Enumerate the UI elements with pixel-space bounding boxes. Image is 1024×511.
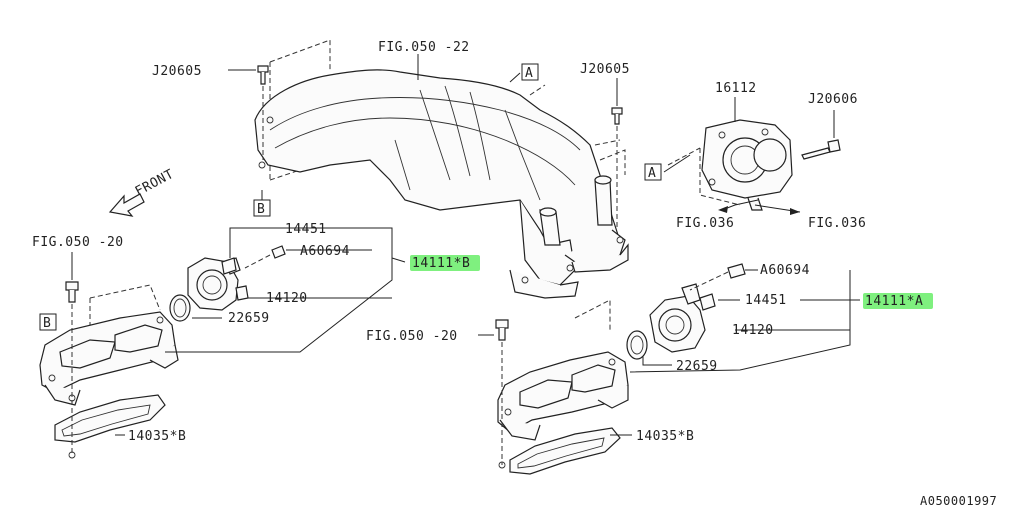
bolt-j20605-left bbox=[228, 65, 269, 160]
label-14120-right: 14120 bbox=[732, 323, 774, 338]
front-arrow: FRONT bbox=[108, 167, 177, 217]
label-14035b-left: 14035*B bbox=[128, 429, 186, 444]
label-a60694-right: A60694 bbox=[760, 263, 810, 278]
ref-box-a-mid: A bbox=[644, 163, 662, 181]
front-label: FRONT bbox=[133, 167, 177, 200]
part-16112-housing bbox=[667, 97, 801, 215]
document-code: A050001997 bbox=[920, 494, 997, 508]
label-j20606: J20606 bbox=[808, 92, 858, 107]
ref-fig-036-left: FIG.036 bbox=[676, 216, 734, 231]
label-14451-right: 14451 bbox=[745, 293, 787, 308]
ref-fig-050-22: FIG.050 -22 bbox=[378, 40, 470, 55]
part-labels: FIG.050 -22 J20605 J20605 16112 J20606 F… bbox=[32, 40, 997, 508]
ref-box-b-left: B bbox=[39, 313, 57, 331]
label-14451-left: 14451 bbox=[285, 222, 327, 237]
label-22659-left: 22659 bbox=[228, 311, 270, 326]
label-16112: 16112 bbox=[715, 81, 757, 96]
lower-manifold-right bbox=[495, 299, 629, 475]
throttle-body-right bbox=[626, 263, 746, 360]
highlight-14111b bbox=[410, 255, 480, 271]
bolt-j20606 bbox=[801, 110, 841, 160]
leader-lines bbox=[115, 54, 860, 436]
label-22659-right: 22659 bbox=[676, 359, 718, 374]
ref-fig-050-20-right: FIG.050 -20 bbox=[366, 329, 458, 344]
ref-box-b-top-label: B bbox=[257, 202, 265, 217]
label-a60694-left: A60694 bbox=[300, 244, 350, 259]
bolt-j20605-right bbox=[611, 82, 623, 230]
ref-fig-050-20-left: FIG.050 -20 bbox=[32, 235, 124, 250]
label-14035b-right: 14035*B bbox=[636, 429, 694, 444]
ref-box-b-left-label: B bbox=[43, 316, 51, 331]
label-14111b[interactable]: 14111*B bbox=[412, 256, 470, 271]
label-14120-left: 14120 bbox=[266, 291, 308, 306]
highlight-14111a bbox=[863, 293, 933, 309]
ref-box-b-top: B bbox=[253, 199, 271, 217]
ref-box-a-top: A bbox=[521, 63, 539, 81]
ref-fig-036-right: FIG.036 bbox=[808, 216, 866, 231]
lower-manifold-left bbox=[39, 252, 179, 459]
label-j20605-left: J20605 bbox=[152, 64, 202, 79]
label-j20605-right: J20605 bbox=[580, 62, 630, 77]
upper-intake-manifold bbox=[254, 39, 629, 299]
throttle-body-left bbox=[169, 245, 286, 322]
label-14111a[interactable]: 14111*A bbox=[865, 294, 923, 309]
ref-box-a-top-label: A bbox=[525, 66, 533, 81]
ref-box-a-mid-label: A bbox=[648, 166, 656, 181]
